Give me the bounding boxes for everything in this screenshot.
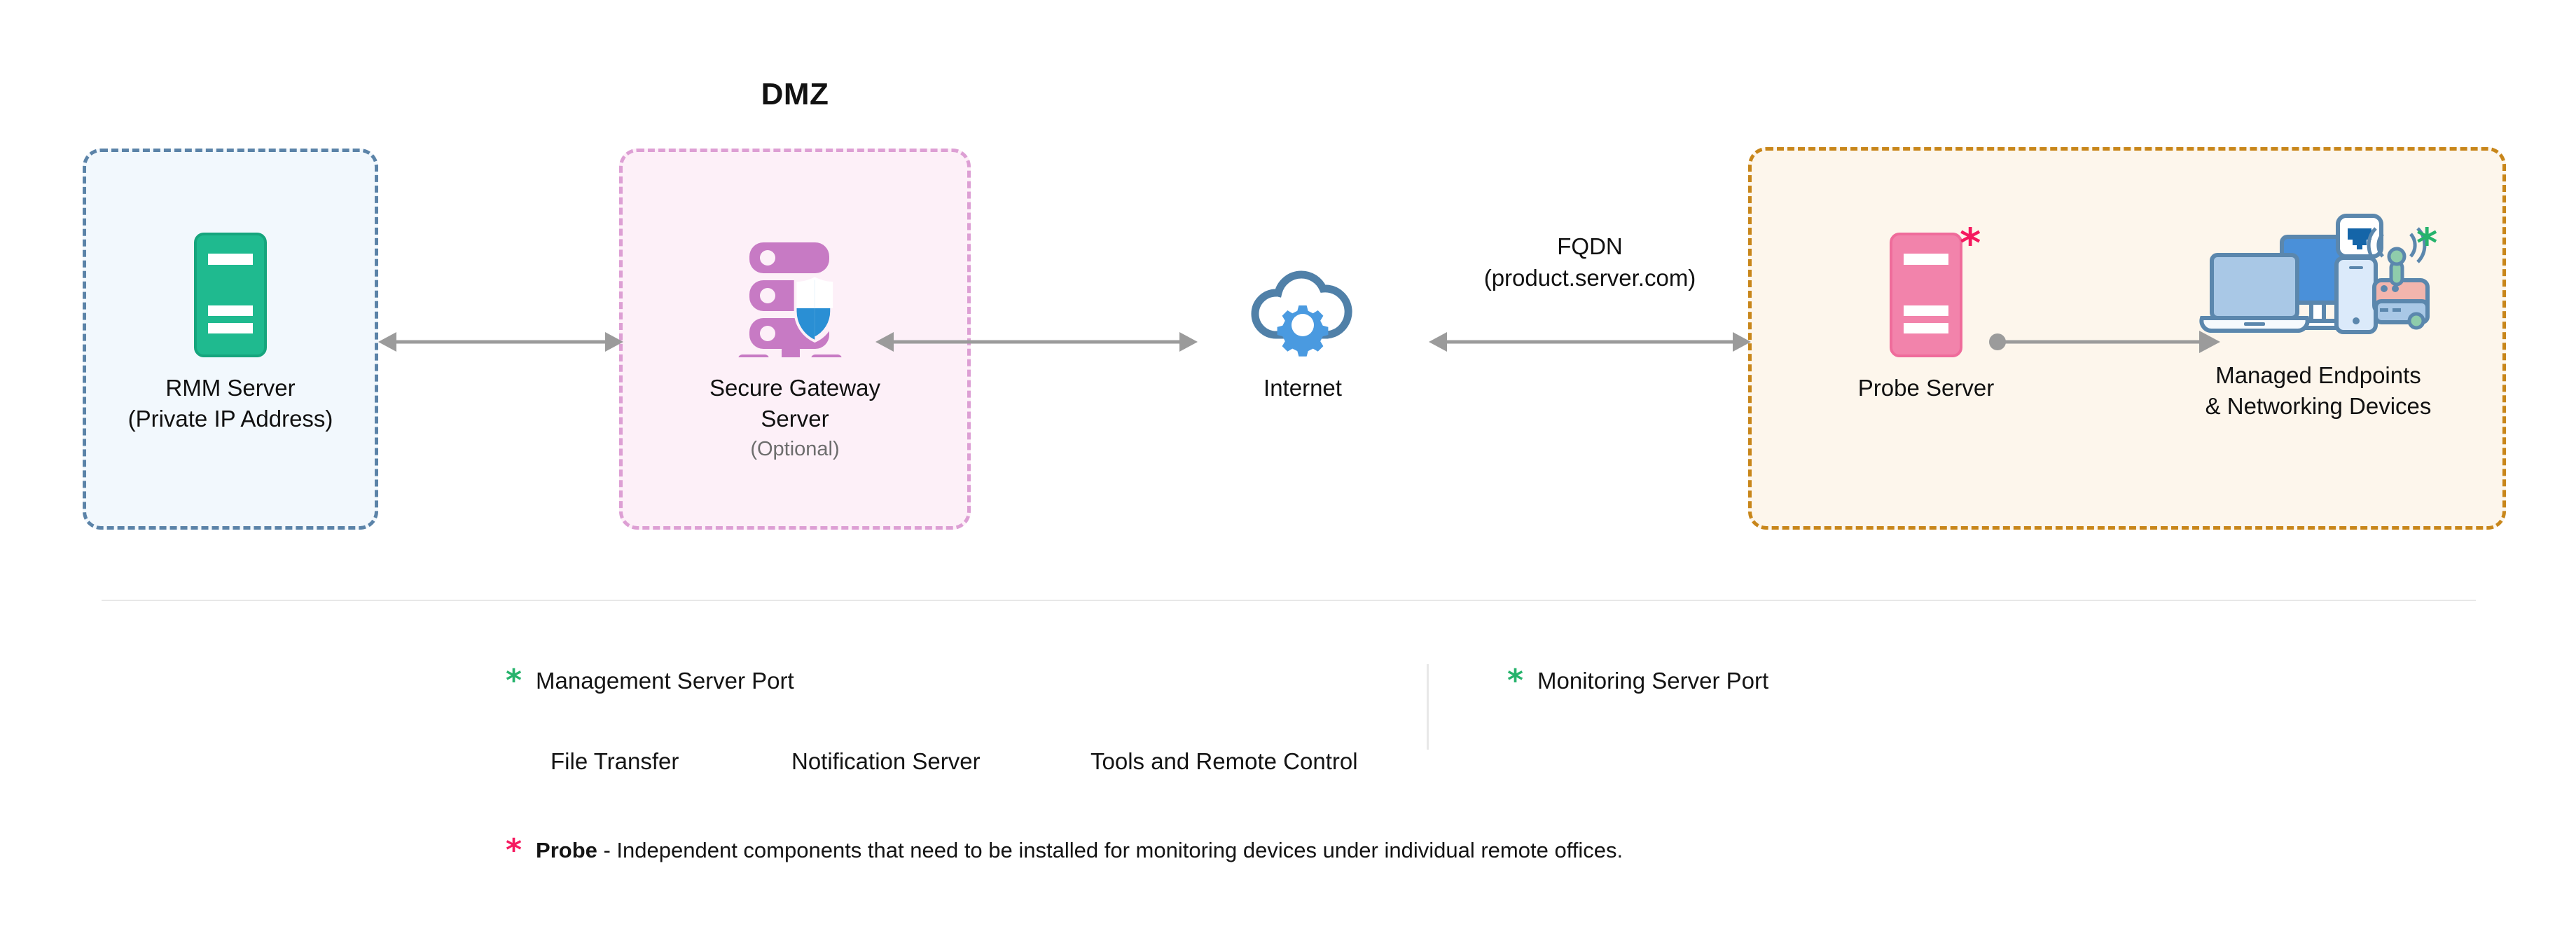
connector-rmm-to-dmz [378, 326, 623, 357]
fqdn-label: FQDN (product.server.com) [1483, 233, 1696, 291]
asterisk-icon: * [506, 832, 522, 868]
footnote-text: Probe - Independent components that need… [536, 838, 1623, 863]
legend-port-file-transfer: File Transfer [550, 748, 679, 775]
cloud-gear-icon [1184, 231, 1422, 357]
dmz-title: DMZ [761, 77, 829, 111]
node-sublabel: (Optional) [750, 438, 840, 461]
node-internet: Internet [1184, 231, 1422, 404]
connector-internet-to-probe [1429, 326, 1751, 357]
probe-marker-asterisk: * [1960, 219, 1981, 267]
server-icon [1779, 231, 2073, 357]
node-label: Internet [1263, 375, 1342, 401]
connector-dmz-to-internet [875, 326, 1198, 357]
asterisk-icon: * [1507, 663, 1524, 698]
node-label: Secure Gateway Server [709, 375, 880, 432]
footnote-probe: * Probe - Independent components that ne… [506, 835, 1623, 866]
zone-remote-office [1748, 147, 2506, 530]
endpoints-marker-asterisk: * [2416, 219, 2438, 267]
legend-divider-horizontal [102, 600, 2476, 601]
legend-label: Monitoring Server Port [1537, 668, 1769, 694]
node-label: Managed Endpoints & Networking Devices [2205, 362, 2432, 419]
legend-label: Management Server Port [536, 668, 794, 694]
legend-port-notification-server: Notification Server [791, 748, 981, 775]
devices-cluster-icon [2164, 214, 2472, 345]
node-managed-endpoints: Managed Endpoints & Networking Devices [2164, 214, 2472, 421]
node-secure-gateway-server: Secure Gateway Server (Optional) [619, 231, 971, 461]
server-icon [83, 231, 378, 357]
footnote-body: - Independent components that need to be… [597, 838, 1623, 862]
node-rmm-server: RMM Server (Private IP Address) [83, 231, 378, 434]
connector-probe-to-endpoints [1989, 326, 2220, 357]
asterisk-icon: * [506, 663, 522, 698]
legend-label: File Transfer [550, 748, 679, 774]
node-label: Probe Server [1857, 375, 1995, 401]
node-label: RMM Server (Private IP Address) [127, 375, 333, 432]
footnote-term: Probe [536, 838, 597, 862]
legend-label: Notification Server [791, 748, 981, 774]
legend-label: Tools and Remote Control [1090, 748, 1358, 774]
secure-server-shield-icon [619, 231, 971, 357]
node-probe-server: Probe Server [1779, 231, 2073, 404]
legend-item-monitoring-server-port: * Monitoring Server Port [1507, 666, 1768, 696]
legend-item-management-server-port: * Management Server Port [506, 666, 794, 696]
legend-divider-vertical [1427, 664, 1429, 750]
legend-port-tools-and-remote-control: Tools and Remote Control [1090, 748, 1358, 775]
